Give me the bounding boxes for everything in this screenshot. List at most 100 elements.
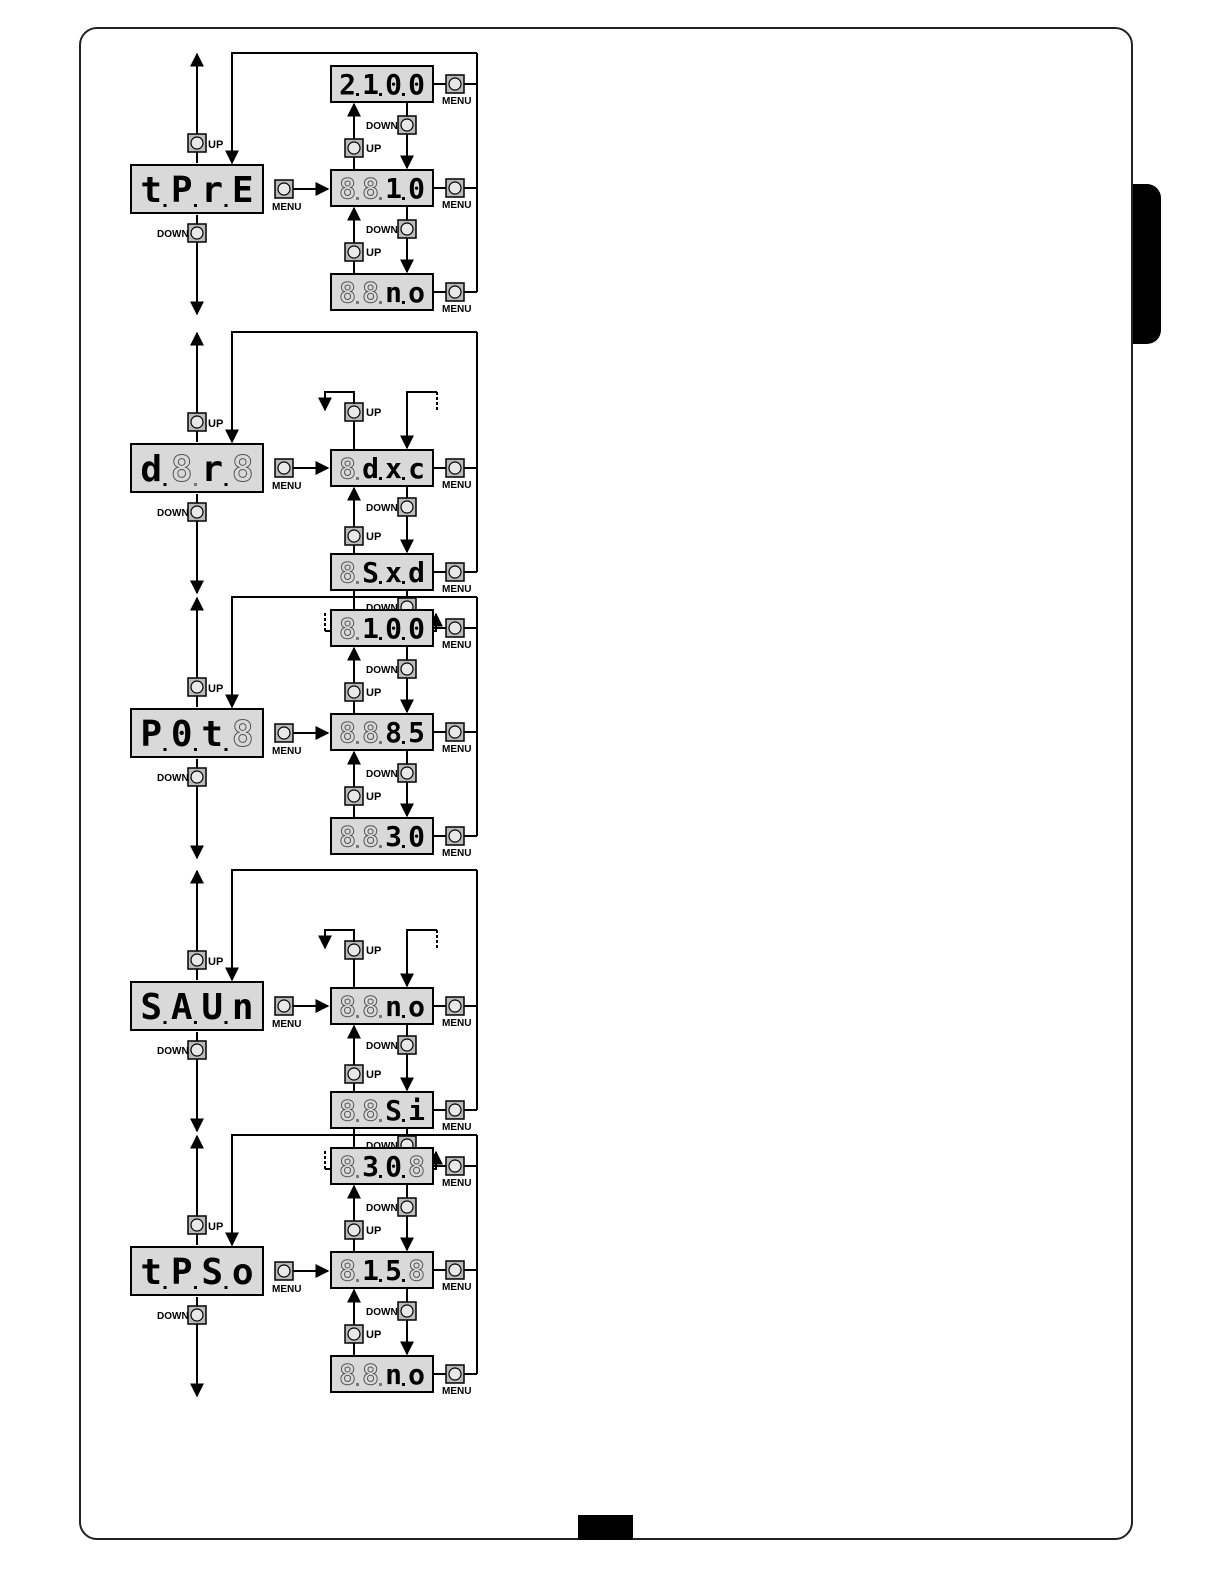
- display-digit: 2: [339, 68, 356, 101]
- down-button[interactable]: [397, 763, 417, 783]
- menu-button[interactable]: [274, 1261, 294, 1281]
- up-button[interactable]: [344, 1324, 364, 1344]
- up-button[interactable]: [344, 786, 364, 806]
- up-button[interactable]: [344, 402, 364, 422]
- display-digit-off: 8: [362, 716, 379, 749]
- menu-button[interactable]: [445, 74, 465, 94]
- button-icon: [400, 1304, 414, 1318]
- down-button[interactable]: [397, 115, 417, 135]
- return-arrow: [225, 52, 477, 165]
- display-digit: r: [201, 449, 223, 490]
- display-digit-off: 8: [339, 276, 356, 309]
- button-icon: [448, 621, 462, 635]
- up-button[interactable]: [344, 682, 364, 702]
- up-button[interactable]: [187, 677, 207, 697]
- up-label: UP: [366, 791, 381, 803]
- display-digit: n: [385, 990, 402, 1023]
- return-arrow: [225, 1134, 477, 1247]
- menu-button[interactable]: [445, 458, 465, 478]
- menu-label: MENU: [272, 1019, 301, 1030]
- menu-button[interactable]: [445, 996, 465, 1016]
- display-digit: 5: [408, 716, 425, 749]
- decimal-point: [194, 1021, 197, 1024]
- down-button[interactable]: [187, 223, 207, 243]
- menu-button[interactable]: [274, 723, 294, 743]
- menu-label: MENU: [442, 1178, 471, 1189]
- display-digit: d: [140, 449, 162, 490]
- up-button[interactable]: [344, 1220, 364, 1240]
- display-digit: 8: [385, 716, 402, 749]
- down-button[interactable]: [397, 1301, 417, 1321]
- up-button[interactable]: [344, 242, 364, 262]
- down-button[interactable]: [397, 1197, 417, 1217]
- button-icon: [448, 181, 462, 195]
- decimal-point: [163, 1021, 167, 1024]
- display-digit: o: [408, 1358, 425, 1391]
- menu-button[interactable]: [445, 826, 465, 846]
- down-button[interactable]: [187, 767, 207, 787]
- menu-button[interactable]: [445, 1260, 465, 1280]
- up-button[interactable]: [344, 138, 364, 158]
- menu-button[interactable]: [274, 996, 294, 1016]
- down-button[interactable]: [397, 219, 417, 239]
- down-label: DOWN: [157, 1046, 189, 1057]
- display-digit: 5: [385, 1254, 402, 1287]
- display-frame: [330, 1251, 434, 1289]
- up-button[interactable]: [187, 1215, 207, 1235]
- down-label: DOWN: [366, 121, 398, 132]
- wrap-arrow: [318, 391, 355, 412]
- menu-button[interactable]: [445, 1364, 465, 1384]
- down-button[interactable]: [187, 502, 207, 522]
- down-button[interactable]: [187, 1040, 207, 1060]
- button-icon: [190, 953, 204, 967]
- menu-button[interactable]: [445, 282, 465, 302]
- decimal-point: [224, 1021, 228, 1024]
- up-button[interactable]: [187, 950, 207, 970]
- button-icon: [347, 529, 361, 543]
- menu-button[interactable]: [445, 722, 465, 742]
- decimal-point: [194, 483, 197, 486]
- menu-button[interactable]: [445, 1100, 465, 1120]
- down-button[interactable]: [187, 1305, 207, 1325]
- display-digit: 1: [362, 68, 379, 101]
- menu-button[interactable]: [445, 1156, 465, 1176]
- up-button[interactable]: [344, 526, 364, 546]
- decimal-point: [194, 1286, 197, 1289]
- down-button[interactable]: [397, 1035, 417, 1055]
- up-button[interactable]: [187, 133, 207, 153]
- button-icon: [347, 245, 361, 259]
- menu-button[interactable]: [274, 179, 294, 199]
- display-digit-off: 8: [339, 1094, 356, 1127]
- up-button[interactable]: [344, 1064, 364, 1084]
- display-digit: t: [201, 714, 223, 755]
- up-button[interactable]: [344, 940, 364, 960]
- display-digit: S: [140, 987, 162, 1028]
- button-icon: [190, 680, 204, 694]
- decimal-point: [356, 1119, 359, 1122]
- button-icon: [190, 770, 204, 784]
- decimal-point: [356, 581, 359, 584]
- display-digit-off: 8: [339, 556, 356, 589]
- decimal-point: [163, 1286, 167, 1289]
- button-icon: [347, 943, 361, 957]
- up-label: UP: [366, 531, 381, 543]
- up-button[interactable]: [187, 412, 207, 432]
- menu-button[interactable]: [445, 178, 465, 198]
- menu-button[interactable]: [445, 562, 465, 582]
- decimal-point: [224, 483, 228, 486]
- button-icon: [400, 662, 414, 676]
- up-label: UP: [366, 1225, 381, 1237]
- menu-button[interactable]: [445, 618, 465, 638]
- decimal-point: [379, 845, 382, 848]
- menu-button[interactable]: [274, 458, 294, 478]
- display-digit-off: 8: [339, 1358, 356, 1391]
- down-button[interactable]: [397, 659, 417, 679]
- down-button[interactable]: [397, 497, 417, 517]
- display-digit: 0: [385, 1150, 402, 1183]
- decimal-point: [356, 1279, 359, 1282]
